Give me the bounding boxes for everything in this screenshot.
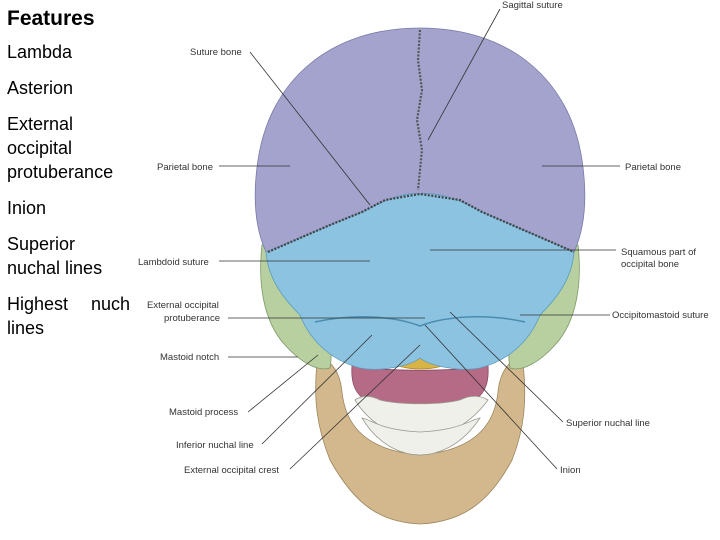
feature-item-external-occipital-protuberance: External occipital protuberance bbox=[7, 114, 114, 182]
label-superior-nuchal-line: Superior nuchal line bbox=[566, 418, 650, 429]
label-parietal-bone-left: Parietal bone bbox=[157, 162, 213, 173]
label-suture-bone: Suture bone bbox=[190, 47, 242, 58]
label-sagittal-suture: Sagittal suture bbox=[502, 0, 563, 11]
label-inion: Inion bbox=[560, 465, 581, 476]
lambdoid-suture-line bbox=[267, 192, 575, 254]
label-parietal-bone-right: Parietal bone bbox=[625, 162, 681, 173]
label-external-occipital-protuberance-line2: protuberance bbox=[164, 313, 220, 324]
label-inferior-nuchal-line: Inferior nuchal line bbox=[176, 440, 254, 451]
mandible bbox=[315, 354, 526, 525]
feature-item-lambda: Lambda bbox=[7, 42, 73, 62]
leader-lines bbox=[219, 8, 620, 470]
label-external-occipital-crest: External occipital crest bbox=[184, 465, 279, 476]
feature-item-superior-nuchal-lines: Superior nuchal lines bbox=[7, 234, 103, 278]
label-mastoid-process: Mastoid process bbox=[169, 407, 238, 418]
feature-item-asterion: Asterion bbox=[7, 78, 74, 98]
sagittal-suture-line bbox=[415, 29, 424, 191]
label-squamous-part-line2: occipital bone bbox=[621, 259, 679, 270]
features-title: Features bbox=[7, 7, 95, 30]
occipital-bone bbox=[265, 193, 575, 370]
superior-nuchal-line-mark bbox=[314, 316, 526, 327]
feature-item-inion: Inion bbox=[7, 198, 47, 218]
feature-item-highest-nuchal-lines: Highest nuch lines bbox=[7, 294, 131, 338]
teeth bbox=[354, 395, 489, 456]
label-occipitomastoid-suture: Occipitomastoid suture bbox=[612, 310, 709, 321]
label-squamous-part-line1: Squamous part of bbox=[621, 247, 696, 258]
label-external-occipital-protuberance-line1: External occipital bbox=[147, 300, 219, 311]
label-mastoid-notch: Mastoid notch bbox=[160, 352, 219, 363]
features-panel: Features Lambda Asterion External occipi… bbox=[7, 6, 147, 352]
label-lambdoid-suture: Lambdoid suture bbox=[138, 257, 209, 268]
